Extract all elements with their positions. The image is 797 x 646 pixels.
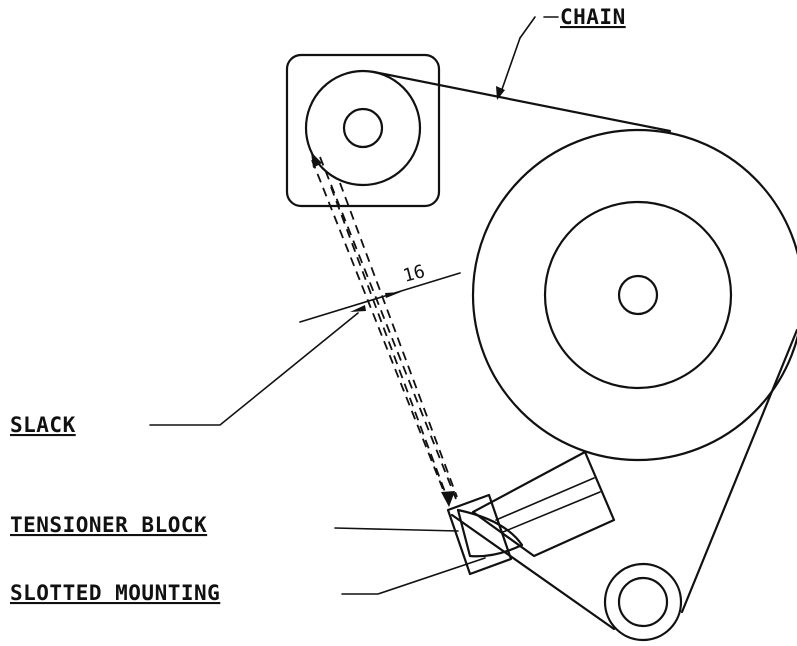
arrowhead bbox=[385, 292, 401, 298]
label-slack: SLACK bbox=[10, 413, 76, 437]
leader-lines bbox=[149, 16, 559, 595]
small-sprocket-assembly bbox=[285, 53, 441, 208]
large-sprocket-hub bbox=[617, 274, 659, 316]
sprocket-housing bbox=[285, 53, 441, 208]
slack-chain-run bbox=[311, 152, 458, 507]
arrowhead bbox=[311, 152, 322, 168]
large-sprocket-assembly bbox=[471, 128, 797, 462]
arrowhead bbox=[496, 86, 505, 100]
dimension-value: 16 bbox=[401, 261, 427, 287]
tensioner-shoe bbox=[456, 508, 524, 558]
small-sprocket bbox=[304, 69, 422, 187]
label-slotted-mounting: SLOTTED MOUNTING bbox=[10, 581, 220, 605]
chain bbox=[372, 70, 797, 631]
arrowhead bbox=[441, 491, 455, 507]
label-chain: CHAIN bbox=[560, 5, 626, 29]
tensioner-groove bbox=[495, 477, 595, 521]
chain-top-run bbox=[372, 70, 672, 133]
large-sprocket-inner-ring bbox=[543, 200, 733, 390]
small-sprocket-hub bbox=[342, 107, 384, 149]
arrowhead bbox=[350, 305, 366, 312]
idler-sprocket bbox=[603, 562, 683, 642]
chain-lower-left-run bbox=[450, 513, 616, 631]
tensioner-groove bbox=[502, 491, 601, 533]
idler-sprocket-assembly bbox=[603, 562, 683, 642]
slotted-mounting-plate bbox=[446, 493, 513, 576]
tensioner-block bbox=[446, 450, 616, 576]
tensioner-body bbox=[471, 450, 616, 558]
idler-sprocket-hub bbox=[617, 576, 669, 628]
label-tensioner-block: TENSIONER BLOCK bbox=[10, 513, 207, 537]
large-sprocket bbox=[471, 128, 797, 462]
chain-right-run bbox=[680, 328, 797, 614]
slack-dimension: 16 bbox=[299, 261, 461, 323]
